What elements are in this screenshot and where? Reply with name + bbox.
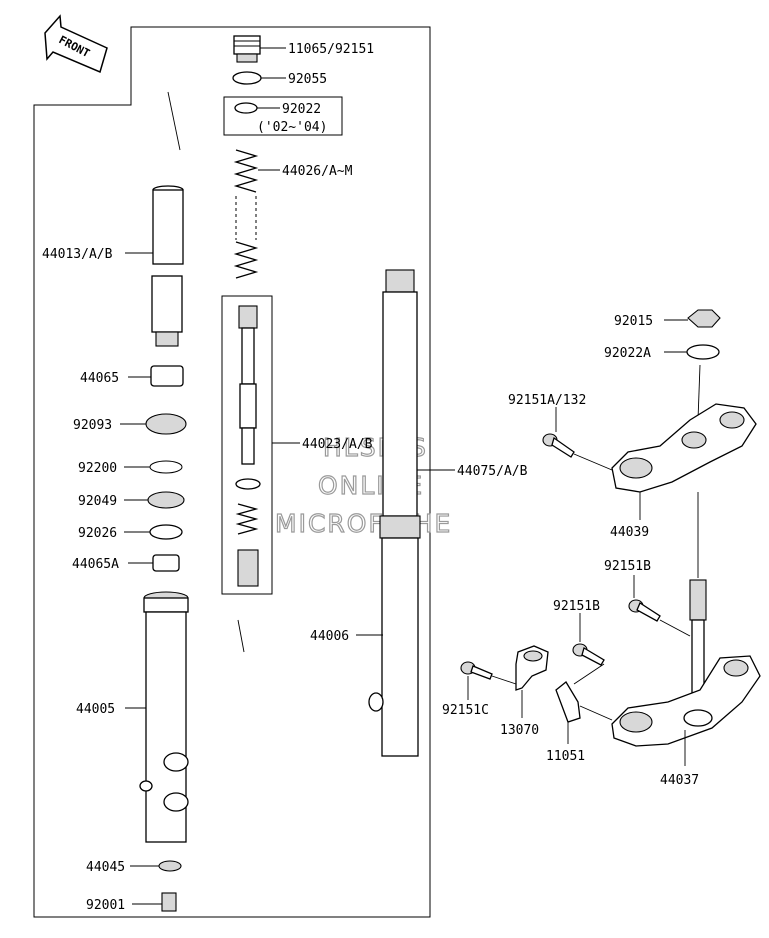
diagram-frame bbox=[33, 26, 431, 918]
callout-92055: 92055 bbox=[288, 72, 327, 87]
part-nut-92015[interactable] bbox=[687, 309, 721, 328]
part-inner-tube-upper[interactable] bbox=[152, 185, 184, 265]
part-upper-bracket[interactable] bbox=[611, 403, 757, 493]
callout-92151a: 92151A/132 bbox=[508, 393, 586, 408]
part-washer-44045[interactable] bbox=[158, 860, 182, 872]
callout-92022a: 92022A bbox=[604, 346, 651, 361]
callout-11065-92151: 11065/92151 bbox=[288, 42, 374, 57]
part-fork-assembly[interactable] bbox=[368, 269, 421, 757]
callout-92026: 92026 bbox=[78, 526, 117, 541]
callout-44026: 44026/A~M bbox=[282, 164, 353, 179]
callout-44065: 44065 bbox=[80, 371, 119, 386]
part-washer-92026[interactable] bbox=[149, 524, 183, 540]
callout-92093: 92093 bbox=[73, 418, 112, 433]
callout-44005: 44005 bbox=[76, 702, 115, 717]
part-bushing-44065a[interactable] bbox=[152, 554, 180, 572]
part-dust-seal-92093[interactable] bbox=[145, 413, 187, 435]
part-o-ring-92055[interactable] bbox=[232, 71, 262, 85]
callout-92022: 92022 bbox=[282, 102, 321, 117]
callout-44013: 44013/A/B bbox=[42, 247, 113, 262]
callout-92151b-1: 92151B bbox=[604, 559, 651, 574]
callout-11051: 11051 bbox=[546, 749, 585, 764]
part-bracket-11051[interactable] bbox=[555, 681, 581, 723]
callout-44037: 44037 bbox=[660, 773, 699, 788]
part-oil-seal-92049[interactable] bbox=[147, 491, 185, 509]
callout-92151c: 92151C bbox=[442, 703, 489, 718]
part-bolt-92151b-upper[interactable] bbox=[628, 599, 661, 622]
part-circlip-92200[interactable] bbox=[149, 460, 183, 474]
callout-13070: 13070 bbox=[500, 723, 539, 738]
callout-92001: 92001 bbox=[86, 898, 125, 913]
callout-92022-years: ('02~'04) bbox=[257, 120, 327, 135]
part-rebound-spring[interactable] bbox=[235, 503, 259, 535]
callout-92151b-2: 92151B bbox=[553, 599, 600, 614]
callout-92015: 92015 bbox=[614, 314, 653, 329]
callout-92049: 92049 bbox=[78, 494, 117, 509]
part-lower-bracket[interactable] bbox=[611, 655, 761, 747]
part-ring-inner[interactable] bbox=[235, 478, 261, 490]
part-fork-cap-bolt[interactable] bbox=[233, 35, 261, 63]
year-range-box bbox=[223, 96, 343, 136]
part-bushing-44065[interactable] bbox=[150, 365, 184, 387]
callout-44065a: 44065A bbox=[72, 557, 119, 572]
part-bolt-92001[interactable] bbox=[161, 892, 177, 912]
part-bolt-92151c[interactable] bbox=[460, 661, 493, 680]
callout-92200: 92200 bbox=[78, 461, 117, 476]
part-oil-lock-piece[interactable] bbox=[237, 549, 259, 587]
callout-44045: 44045 bbox=[86, 860, 125, 875]
front-arrow-icon: FRONT bbox=[44, 14, 108, 74]
part-clamp-13070[interactable] bbox=[515, 645, 549, 691]
watermark-line3: MICROFICHE bbox=[275, 509, 452, 538]
callout-44039: 44039 bbox=[610, 525, 649, 540]
part-damper-rod[interactable] bbox=[238, 305, 258, 465]
part-washer-92022a[interactable] bbox=[686, 344, 720, 360]
damper-group-box bbox=[221, 295, 273, 595]
part-o-ring-92022[interactable] bbox=[234, 102, 258, 114]
part-bolt-92151b-lower[interactable] bbox=[572, 643, 605, 666]
part-outer-tube[interactable] bbox=[139, 591, 189, 843]
callout-44006: 44006 bbox=[310, 629, 349, 644]
part-inner-tube-lower[interactable] bbox=[151, 275, 183, 347]
part-bolt-92151a[interactable] bbox=[542, 433, 575, 458]
callout-44075: 44075/A/B bbox=[457, 464, 528, 479]
part-fork-spring[interactable] bbox=[233, 149, 259, 279]
callout-44023: 44023/A/B bbox=[302, 437, 373, 452]
